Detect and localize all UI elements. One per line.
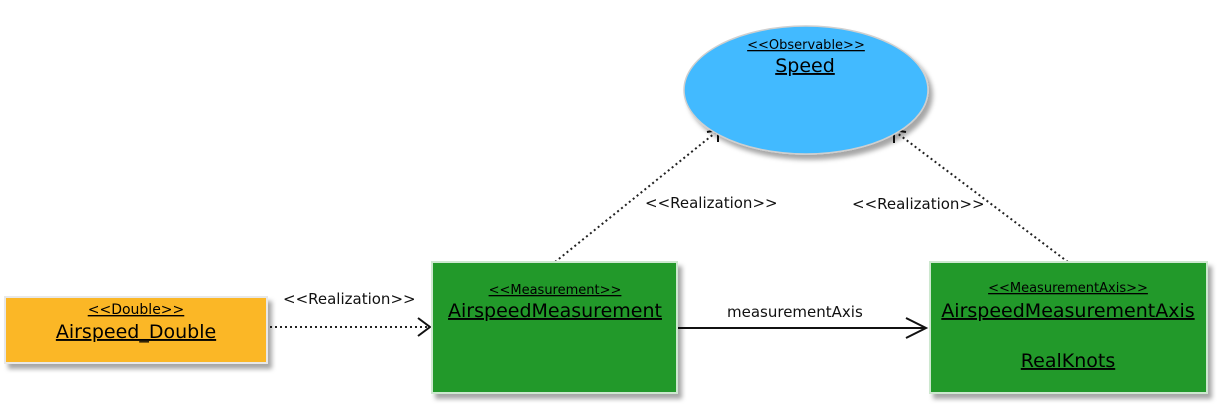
speed-name: Speed bbox=[775, 55, 835, 77]
edge-label-measurement-realization: <<Realization>> bbox=[645, 194, 778, 212]
edge-label-measurement-axis: measurementAxis bbox=[727, 303, 863, 321]
airspeed-measurement-axis-stereotype: <<MeasurementAxis>> bbox=[988, 281, 1148, 296]
node-airspeed-double[interactable]: <<Double>> Airspeed_Double bbox=[4, 296, 268, 364]
airspeed-measurement-axis-unit: RealKnots bbox=[1021, 350, 1115, 372]
speed-stereotype: <<Observable>> bbox=[747, 38, 865, 53]
airspeed-measurement-axis-name: AirspeedMeasurementAxis bbox=[941, 300, 1194, 322]
airspeed-measurement-stereotype: <<Measurement>> bbox=[489, 283, 622, 298]
node-airspeed-measurement-axis[interactable]: <<MeasurementAxis>> AirspeedMeasurementA… bbox=[929, 261, 1208, 394]
airspeed-double-stereotype: <<Double>> bbox=[88, 302, 185, 318]
airspeed-measurement-name: AirspeedMeasurement bbox=[448, 300, 662, 322]
edge-double-to-measurement bbox=[270, 317, 432, 337]
edge-measurement-to-axis bbox=[678, 317, 929, 339]
edge-label-double-realization: <<Realization>> bbox=[283, 290, 416, 308]
node-airspeed-measurement[interactable]: <<Measurement>> AirspeedMeasurement bbox=[431, 261, 678, 394]
node-speed[interactable]: <<Observable>> Speed bbox=[683, 25, 929, 155]
edge-label-axis-realization: <<Realization>> bbox=[852, 195, 985, 213]
airspeed-double-name: Airspeed_Double bbox=[56, 321, 216, 343]
